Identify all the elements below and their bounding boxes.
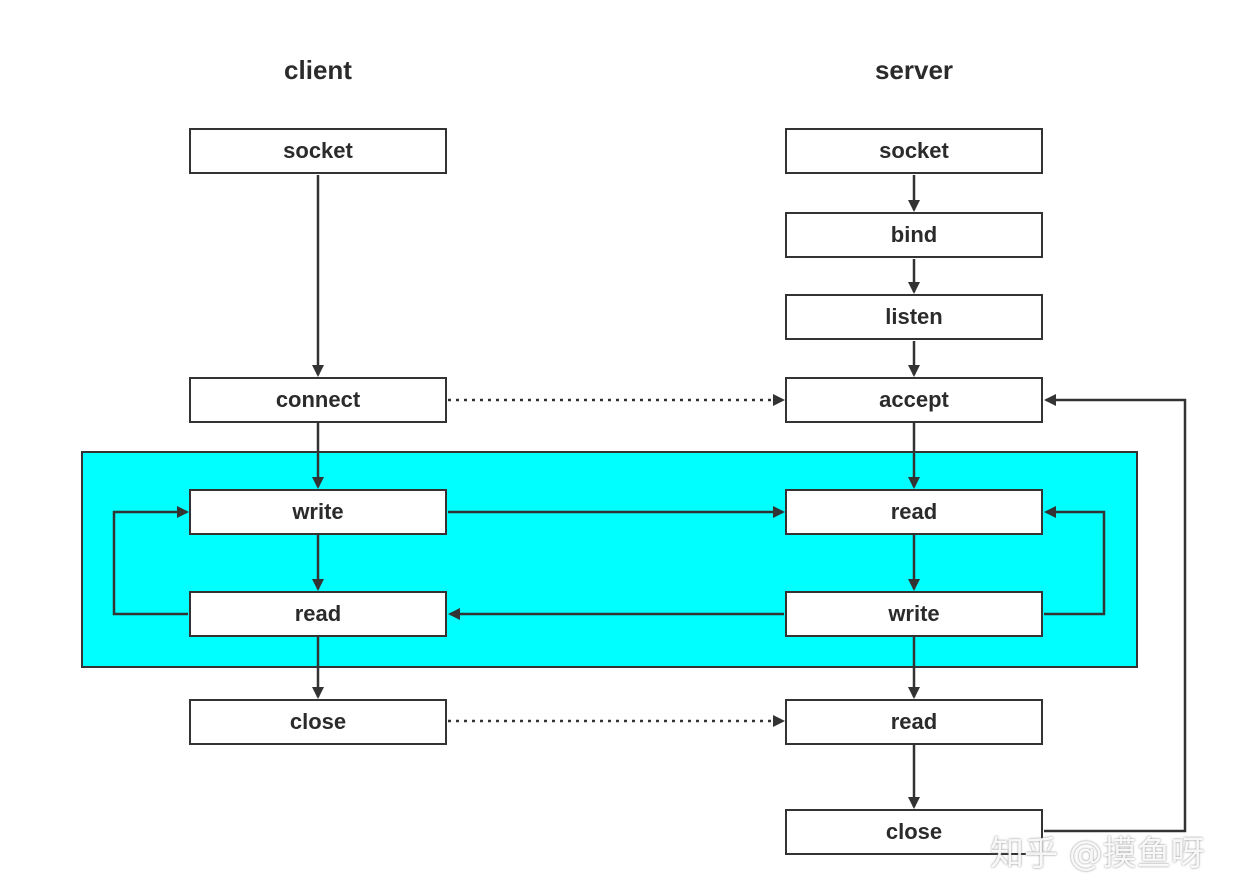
server-node-bind: bind xyxy=(785,212,1043,258)
client-node-write: write xyxy=(189,489,447,535)
server-node-write: write xyxy=(785,591,1043,637)
server-node-close: close xyxy=(785,809,1043,855)
watermark: 知乎 @摸鱼呀 xyxy=(990,834,1205,874)
server-node-accept: accept xyxy=(785,377,1043,423)
client-node-close: close xyxy=(189,699,447,745)
client-node-connect: connect xyxy=(189,377,447,423)
client-column-title: client xyxy=(284,55,352,85)
server-column-title: server xyxy=(874,55,954,85)
client-node-read: read xyxy=(189,591,447,637)
client-node-socket: socket xyxy=(189,128,447,174)
server-node-socket: socket xyxy=(785,128,1043,174)
server-node-read-final: read xyxy=(785,699,1043,745)
server-node-read: read xyxy=(785,489,1043,535)
server-node-listen: listen xyxy=(785,294,1043,340)
